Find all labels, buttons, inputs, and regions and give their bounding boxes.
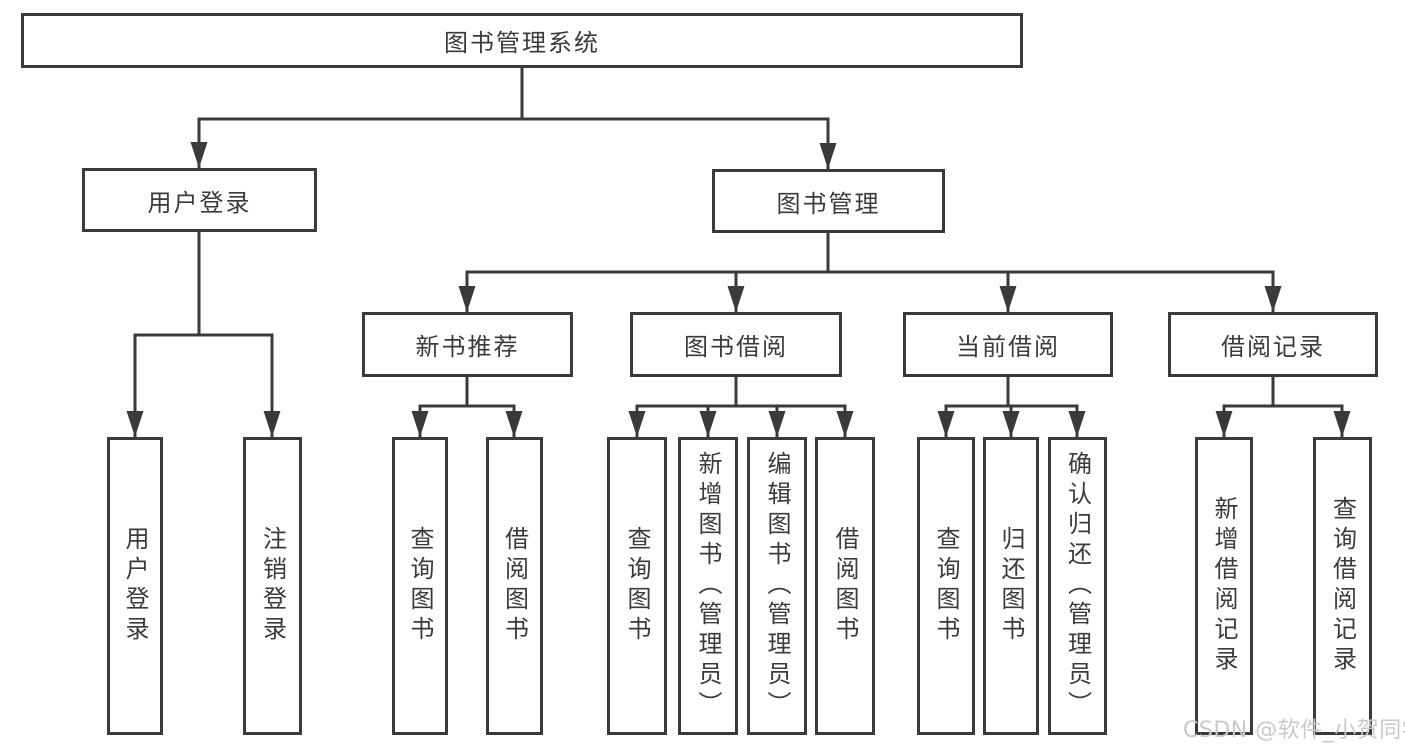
leaf-borrow-edit-label: 编辑图书（管理员） (763, 451, 791, 721)
arrowhead (628, 411, 646, 437)
leaf-record-query-label: 查询借阅记录 (1328, 496, 1357, 676)
leaf-record-query: 查询借阅记录 (1313, 437, 1372, 735)
node-new-book-rec-label: 新书推荐 (415, 333, 520, 361)
leaf-borrow-add-label: 新增图书（管理员） (694, 451, 722, 721)
leaf-borrow-query-label: 查询图书 (623, 526, 651, 646)
arrowhead (768, 411, 786, 437)
node-root: 图书管理系统 (21, 13, 1023, 68)
leaf-current-return: 归还图书 (983, 437, 1039, 735)
arrowhead (1002, 411, 1020, 437)
leaf-borrow-query: 查询图书 (607, 437, 667, 735)
node-book-borrow: 图书借阅 (630, 312, 842, 377)
connector-book-mgmt-split (465, 233, 1275, 312)
node-root-label: 图书管理系统 (444, 29, 600, 57)
arrowhead (699, 411, 717, 437)
node-book-mgmt: 图书管理 (712, 169, 945, 233)
arrowhead (411, 411, 429, 437)
node-borrow-record: 借阅记录 (1168, 312, 1378, 377)
node-current-borrow: 当前借阅 (903, 312, 1113, 377)
leaf-current-confirm-label: 确认归还（管理员） (1063, 451, 1092, 721)
leaf-borrow-borrow: 借阅图书 (815, 437, 875, 735)
leaf-newbook-query: 查询图书 (392, 437, 448, 735)
connector-book-borrow-split (635, 377, 847, 437)
leaf-borrow-add: 新增图书（管理员） (678, 437, 738, 735)
leaf-user-login: 用户登录 (107, 437, 163, 735)
leaf-current-query: 查询图书 (917, 437, 975, 735)
leaf-record-add: 新增借阅记录 (1195, 437, 1253, 735)
leaf-logout-label: 注销登录 (258, 526, 287, 646)
node-user-login-label: 用户登录 (147, 188, 252, 217)
arrowhead (505, 411, 523, 437)
connector-borrow-record-split (1222, 377, 1344, 437)
node-new-book-rec: 新书推荐 (362, 312, 573, 377)
arrowhead (937, 411, 955, 437)
arrowhead (819, 143, 837, 169)
arrowhead (1333, 411, 1351, 437)
leaf-user-login-label: 用户登录 (121, 526, 149, 646)
leaf-current-return-label: 归还图书 (997, 526, 1025, 646)
leaf-newbook-query-label: 查询图书 (406, 526, 434, 646)
leaf-borrow-edit: 编辑图书（管理员） (747, 437, 807, 735)
arrowhead (999, 286, 1017, 312)
leaf-borrow-borrow-label: 借阅图书 (831, 526, 859, 646)
node-user-login: 用户登录 (82, 168, 317, 232)
arrowhead (1215, 411, 1233, 437)
node-borrow-record-label: 借阅记录 (1221, 333, 1325, 361)
arrowhead (1264, 286, 1282, 312)
leaf-current-query-label: 查询图书 (932, 526, 960, 646)
node-current-borrow-label: 当前借阅 (956, 333, 1060, 361)
watermark: CSDN @软件_小贺同学 (1183, 718, 1405, 743)
leaf-newbook-borrow: 借阅图书 (486, 437, 543, 735)
node-book-mgmt-label: 图书管理 (776, 189, 881, 218)
arrowhead (126, 411, 144, 437)
leaf-current-confirm: 确认归还（管理员） (1048, 437, 1107, 735)
connector-user-login-split (133, 232, 274, 437)
arrowhead (1068, 411, 1086, 437)
arrowhead (190, 142, 208, 168)
arrowhead (458, 286, 476, 312)
connector-root (197, 68, 830, 169)
leaf-newbook-borrow-label: 借阅图书 (500, 526, 529, 646)
arrowhead (263, 411, 281, 437)
arrowhead (727, 286, 745, 312)
leaf-logout: 注销登录 (243, 437, 302, 735)
leaf-record-add-label: 新增借阅记录 (1210, 496, 1238, 676)
connector-current-borrow-split (944, 377, 1079, 437)
node-book-borrow-label: 图书借阅 (684, 333, 788, 361)
arrowhead (836, 411, 854, 437)
connector-new-book-rec-split (418, 377, 516, 437)
